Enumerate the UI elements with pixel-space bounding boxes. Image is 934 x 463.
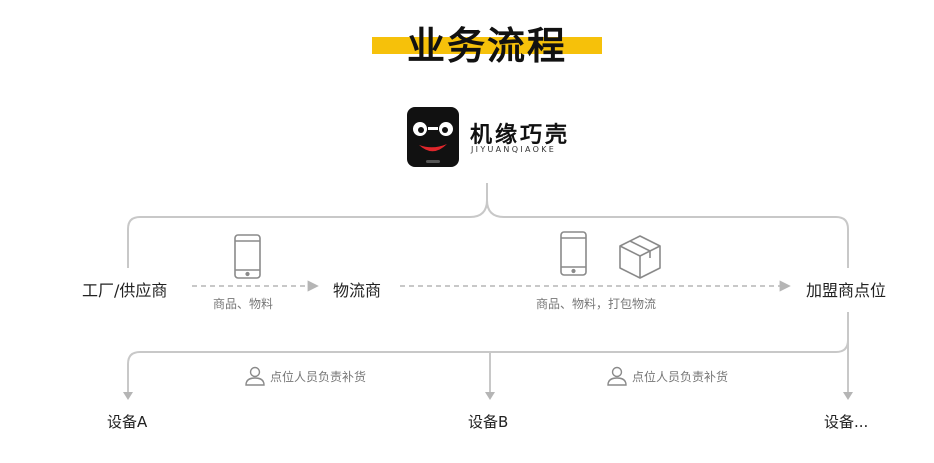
- person-icon: [607, 366, 627, 386]
- page-title: 业务流程: [406, 24, 567, 68]
- device-arrows: [123, 392, 853, 400]
- logo-icon: [407, 107, 459, 167]
- package-box-icon: [619, 235, 661, 279]
- bottom-bracket: [127, 312, 849, 394]
- phone-icon: [234, 234, 261, 279]
- phone-icon: [560, 231, 587, 276]
- edge-label-replenish: 点位人员负责补货: [270, 370, 367, 384]
- edge-label-goods: 商品、物料: [213, 297, 274, 311]
- person-icon: [245, 366, 265, 386]
- node-factory: 工厂/供应商: [82, 281, 168, 300]
- title-highlight-bar: [372, 37, 602, 54]
- device-b: 设备B: [468, 413, 509, 431]
- edge-label-replenish: 点位人员负责补货: [632, 370, 729, 384]
- node-logistics: 物流商: [333, 281, 382, 300]
- device-more: 设备...: [824, 413, 869, 431]
- device-a: 设备A: [107, 413, 148, 431]
- edge-label-goods-packaging: 商品、物料，打包物流: [536, 297, 657, 311]
- logo-name-en: JIYUANQIAOKE: [471, 145, 557, 154]
- logo-name-cn: 机缘巧壳: [470, 123, 571, 148]
- node-franchise: 加盟商点位: [806, 281, 887, 300]
- top-bracket: [127, 183, 849, 268]
